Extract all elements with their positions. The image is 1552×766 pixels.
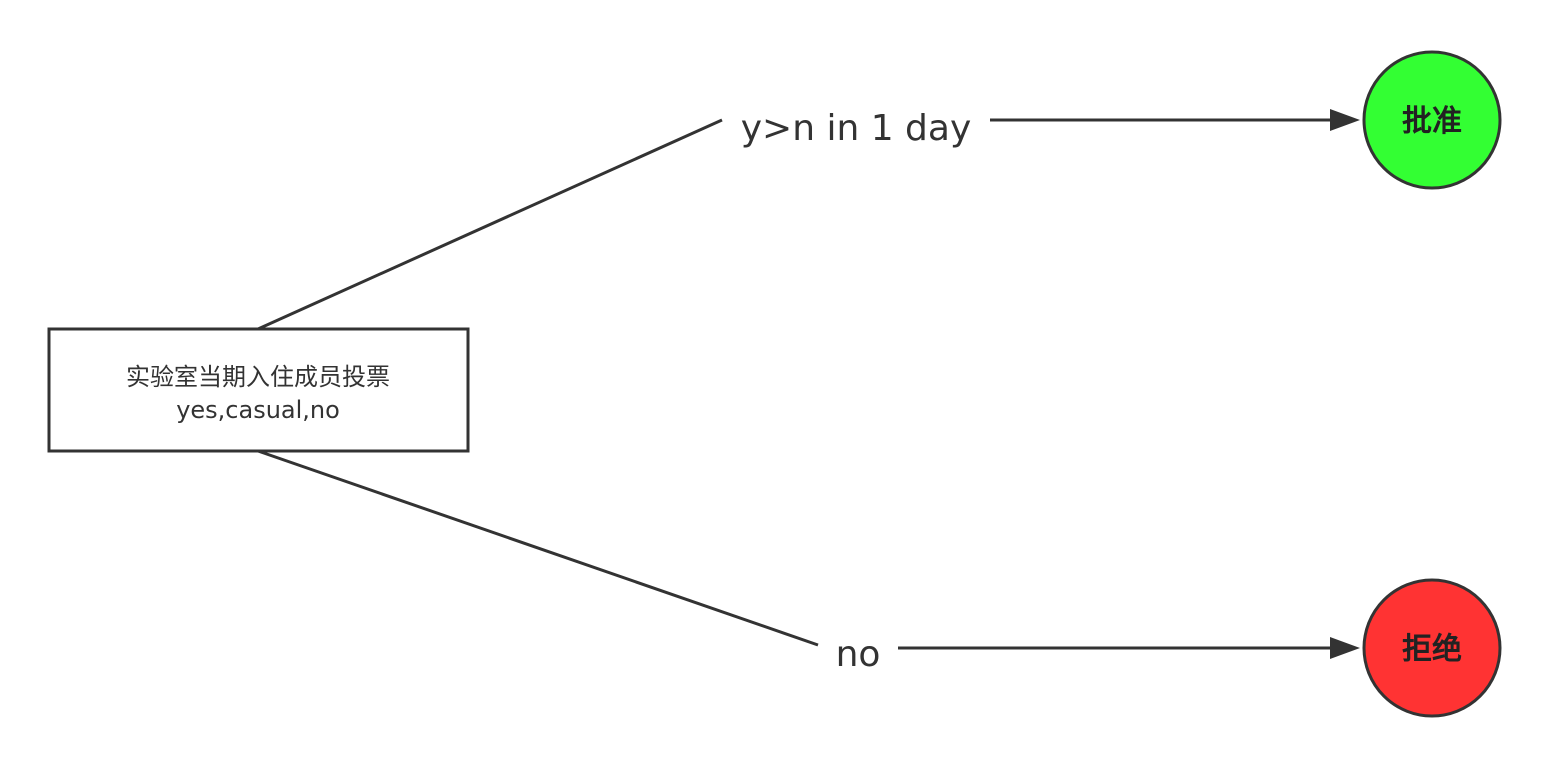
arrowhead-approve xyxy=(1330,109,1360,131)
vote-box[interactable] xyxy=(47,327,470,453)
reject-node-label: 拒绝 xyxy=(1402,632,1462,667)
vote-box-title: 实验室当期入住成员投票 xyxy=(126,363,390,391)
edge-box-to-approve-condition xyxy=(257,118,723,331)
vote-box-options: yes,casual,no xyxy=(176,396,340,424)
arrowhead-reject xyxy=(1330,637,1360,659)
approve-node-label: 批准 xyxy=(1402,104,1462,139)
approve-condition-label: y>n in 1 day xyxy=(741,108,972,149)
edge-box-to-reject-condition xyxy=(257,449,819,647)
reject-condition-label: no xyxy=(836,634,881,675)
approve-node[interactable] xyxy=(1362,50,1502,190)
reject-node[interactable] xyxy=(1362,578,1502,718)
